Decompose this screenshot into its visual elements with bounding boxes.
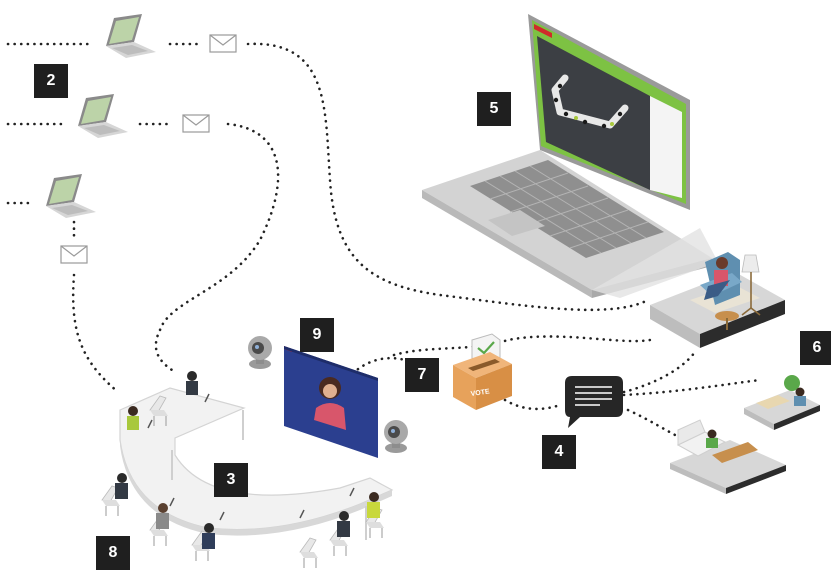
connector-envelope-1-remote-6 xyxy=(246,42,650,312)
envelope-icon xyxy=(209,34,237,53)
badge-9: 9 xyxy=(300,318,334,352)
chat-bubble-icon xyxy=(565,376,623,428)
ballot-box-label: VOTE xyxy=(470,388,490,398)
connector-chat-remote-6c xyxy=(626,408,687,442)
connector-table-remote xyxy=(392,335,652,357)
connector-envelope-3-table xyxy=(71,273,120,394)
webcam-icon xyxy=(248,336,272,369)
ballot-box-icon: VOTE xyxy=(453,333,512,410)
main-laptop xyxy=(422,14,712,298)
laptop-icon xyxy=(46,174,96,218)
connector-ballot-chat xyxy=(503,398,562,411)
connector-chat-remote-6b xyxy=(622,378,762,397)
webcam-icon xyxy=(384,420,408,453)
envelope-icon xyxy=(60,245,88,264)
laptop-icon xyxy=(78,94,128,138)
chair-icon xyxy=(299,537,319,569)
badge-8: 8 xyxy=(96,536,130,570)
connector-envelope-2-table xyxy=(154,122,280,372)
laptop-icon xyxy=(106,14,156,58)
badge-6: 6 xyxy=(800,331,831,365)
badge-2: 2 xyxy=(34,64,68,98)
conference-table-icon xyxy=(119,387,394,540)
remote-participant-armchair xyxy=(592,228,785,348)
connector-chat-remote-6a xyxy=(622,350,697,394)
badge-5: 5 xyxy=(477,92,511,126)
badge-4: 4 xyxy=(542,435,576,469)
envelope-icon xyxy=(182,114,210,133)
badge-7: 7 xyxy=(405,358,439,392)
badge-3: 3 xyxy=(214,463,248,497)
remote-participant-sofa xyxy=(670,419,786,494)
remote-participant-plant xyxy=(744,375,820,430)
meeting-participants xyxy=(115,371,380,549)
video-screen-icon xyxy=(284,346,378,458)
